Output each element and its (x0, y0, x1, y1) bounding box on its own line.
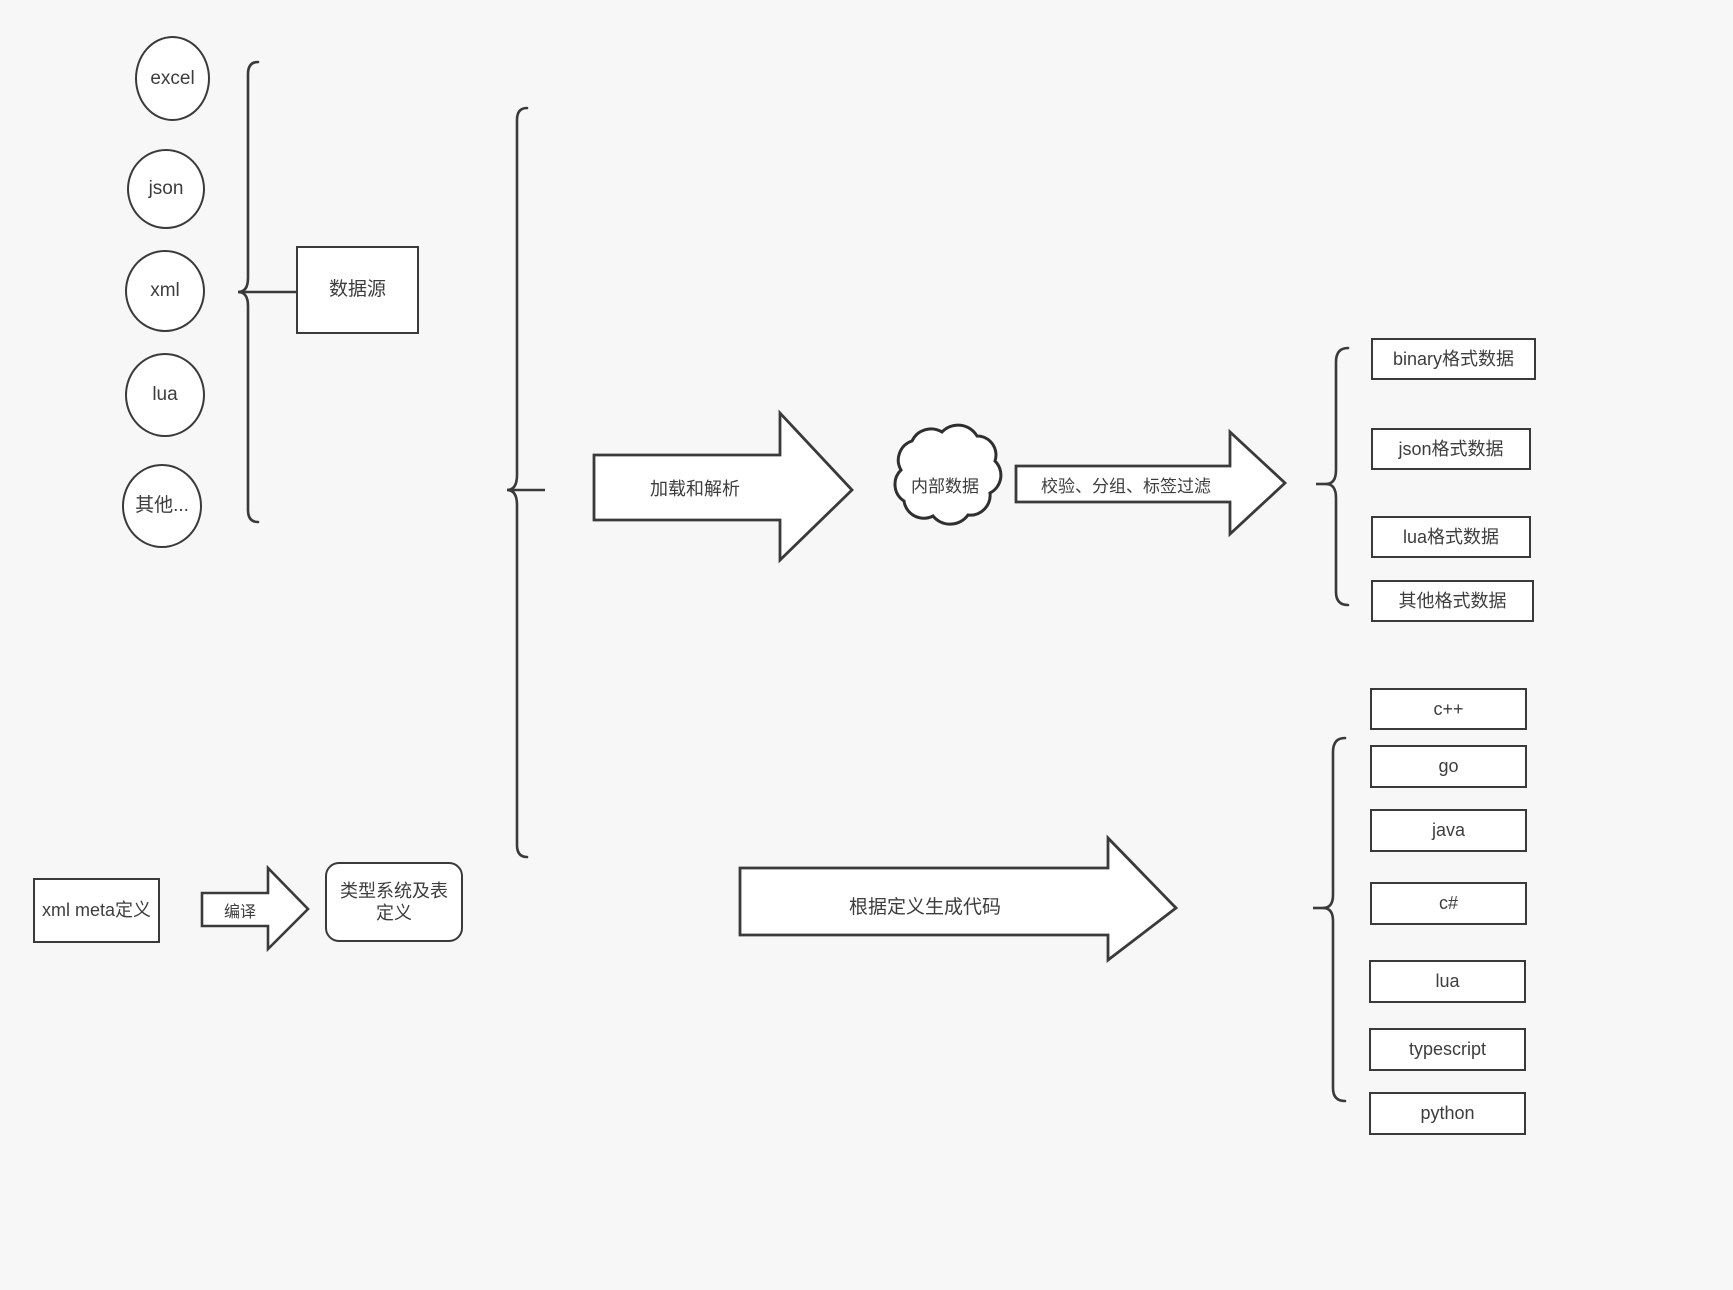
cloud-internal-data (893, 423, 1003, 526)
output-language-label: python (1420, 1103, 1475, 1124)
output-format-label: 其他格式数据 (1398, 590, 1507, 611)
arrow-load-parse (592, 409, 854, 564)
source-node-lua[interactable]: lua (125, 353, 205, 437)
output-language-label: c# (1438, 893, 1458, 914)
xml-meta-definition-box[interactable]: xml meta定义 (33, 878, 160, 943)
source-label: xml (150, 280, 180, 302)
source-node-excel[interactable]: excel (135, 36, 210, 121)
data-source-label: 数据源 (328, 279, 386, 301)
source-label: lua (152, 384, 178, 406)
source-node-other[interactable]: 其他... (122, 464, 202, 548)
type-system-table-definition-label: 类型系统及表定义 (340, 880, 448, 924)
output-language-label: typescript (1408, 1039, 1487, 1060)
type-system-table-definition-box[interactable]: 类型系统及表定义 (325, 862, 463, 942)
output-language-label: c++ (1433, 698, 1464, 719)
arrow-compile (200, 864, 310, 953)
output-language-label: go (1438, 756, 1459, 777)
xml-meta-definition-label: xml meta定义 (41, 900, 151, 921)
output-language-typescript[interactable]: typescript (1369, 1028, 1526, 1071)
source-label: json (148, 178, 184, 200)
source-label: 其他... (135, 495, 189, 517)
output-format-label: lua格式数据 (1402, 526, 1500, 547)
output-language-label: java (1431, 820, 1466, 841)
source-label: excel (150, 67, 195, 89)
output-format-json[interactable]: json格式数据 (1371, 428, 1531, 470)
data-source-box[interactable]: 数据源 (296, 246, 419, 334)
output-language-go[interactable]: go (1370, 745, 1527, 788)
source-node-xml[interactable]: xml (125, 250, 205, 332)
output-format-label: json格式数据 (1398, 438, 1504, 459)
arrow-generate-code (738, 834, 1179, 963)
output-format-lua[interactable]: lua格式数据 (1371, 516, 1531, 558)
output-format-binary[interactable]: binary格式数据 (1371, 338, 1536, 380)
output-language-java[interactable]: java (1370, 809, 1527, 852)
arrow-validate-group-filter (1014, 428, 1288, 538)
output-language-lua[interactable]: lua (1369, 960, 1526, 1003)
output-language-csharp[interactable]: c# (1370, 882, 1527, 925)
output-language-label: lua (1435, 971, 1460, 992)
output-format-label: binary格式数据 (1392, 348, 1515, 369)
source-node-json[interactable]: json (127, 149, 205, 229)
output-language-cpp[interactable]: c++ (1370, 688, 1527, 730)
output-language-python[interactable]: python (1369, 1092, 1526, 1135)
output-format-other[interactable]: 其他格式数据 (1371, 580, 1534, 622)
